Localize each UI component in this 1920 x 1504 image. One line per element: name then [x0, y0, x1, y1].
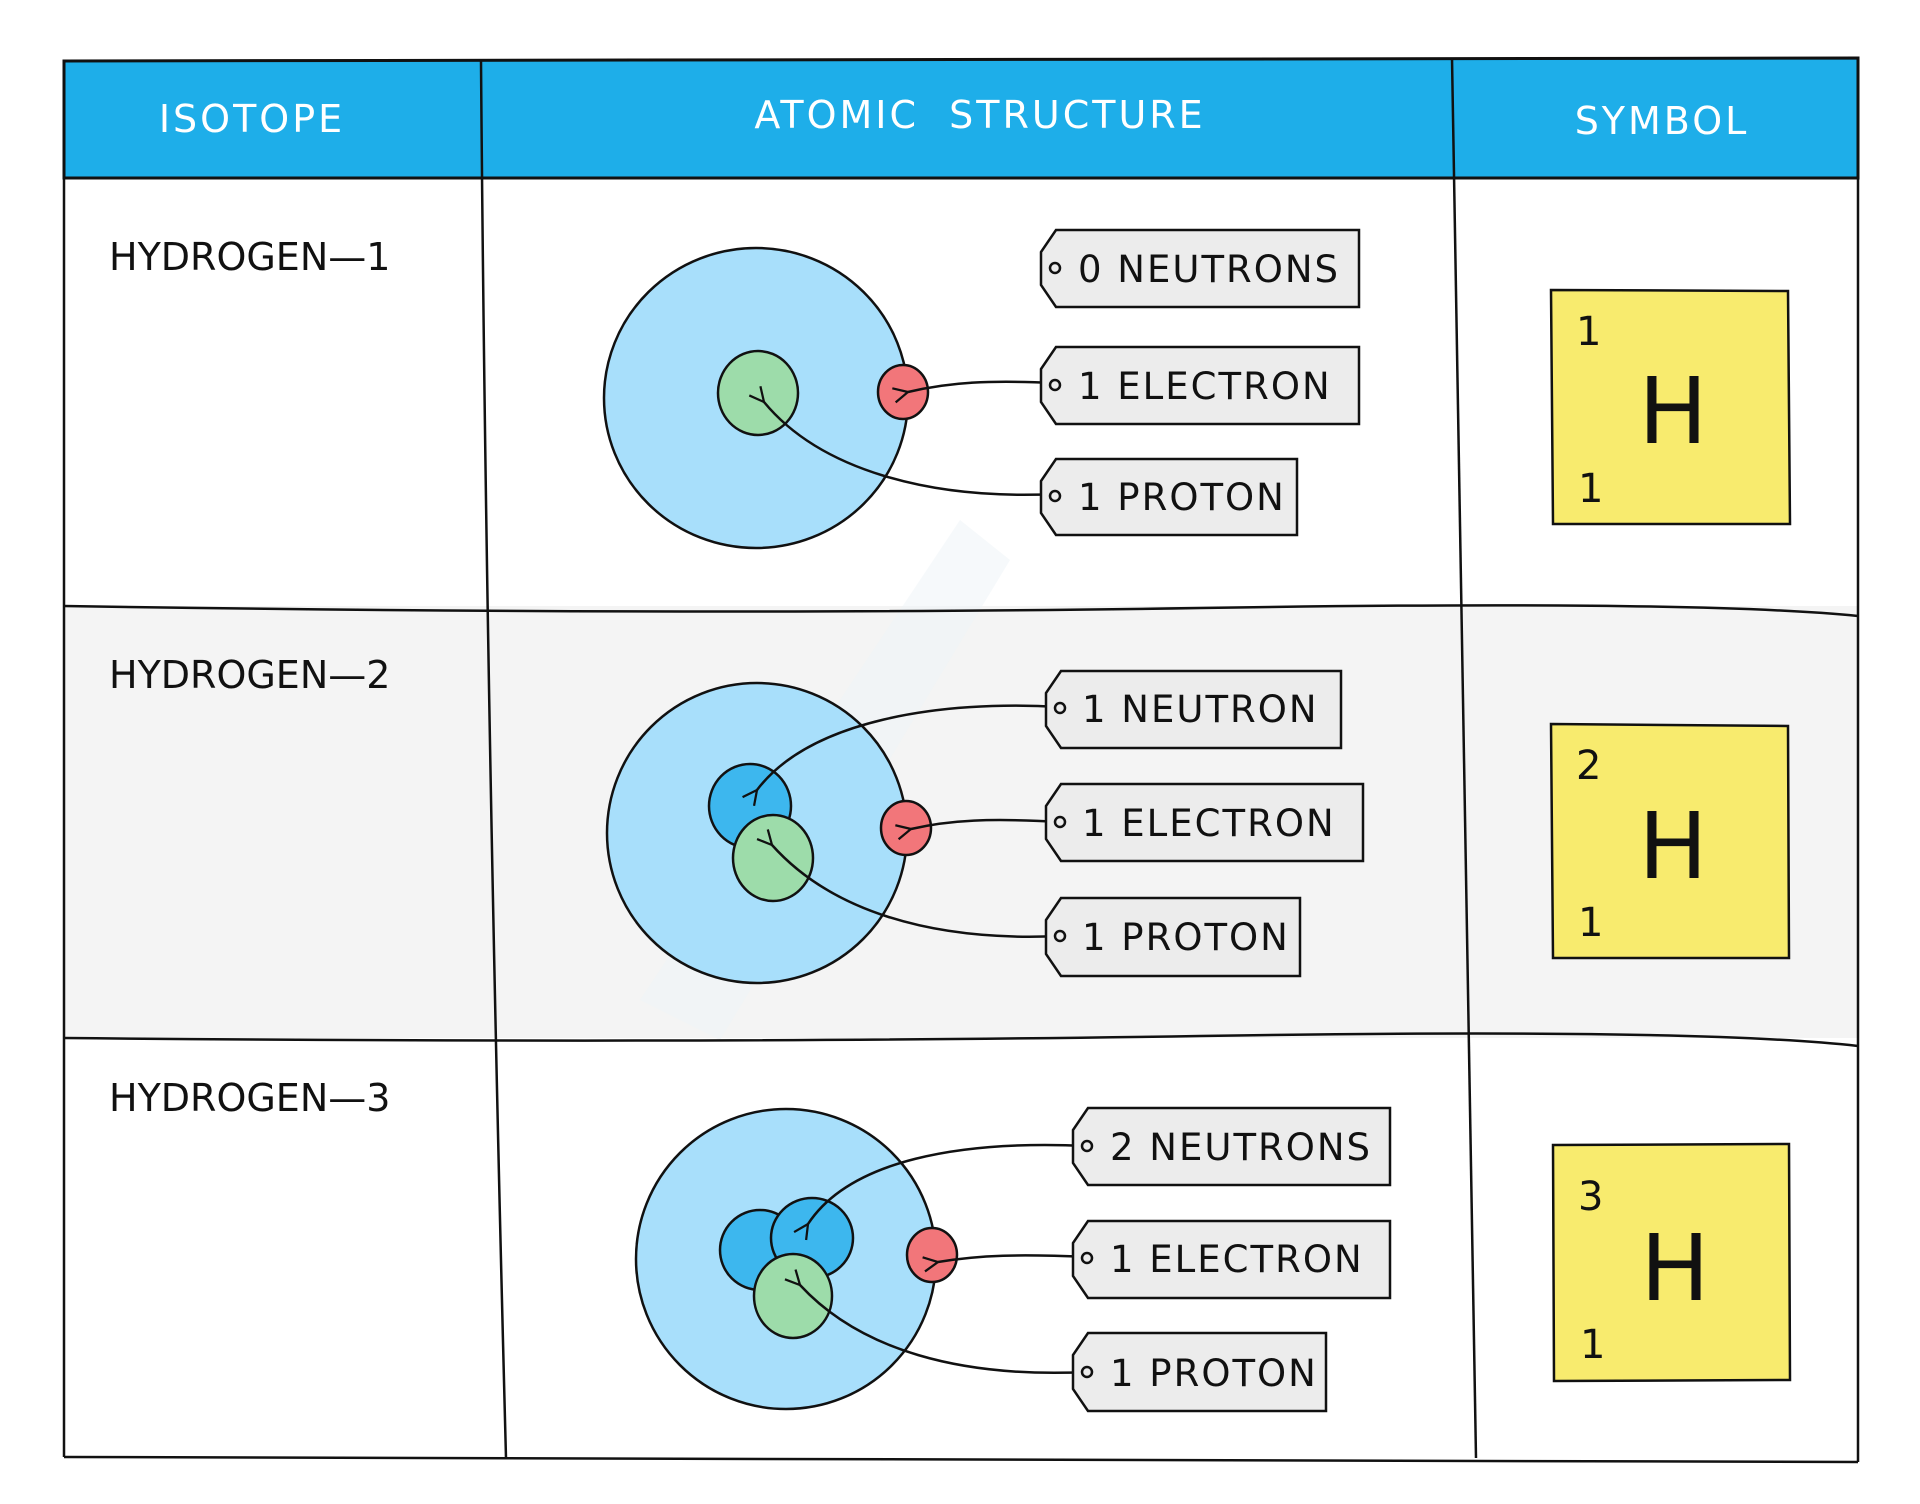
mass-number: 1 — [1576, 309, 1601, 355]
row-2-electron-tag: 1 ELECTRON — [1044, 782, 1365, 863]
element-symbol: H — [1638, 358, 1707, 465]
tag-label: 1 ELECTRON — [1082, 802, 1336, 845]
proton — [731, 813, 815, 903]
mass-number: 2 — [1576, 743, 1601, 789]
row-1-symbol-card: 1 1 H — [1549, 288, 1792, 526]
tag-label: 0 NEUTRONS — [1078, 248, 1340, 291]
electron-arrow — [908, 380, 1056, 392]
proton-arrow — [772, 845, 1061, 938]
row-3-electron-tag: 1 ELECTRON — [1071, 1219, 1392, 1300]
row-1-neutrons-tag: 0 NEUTRONS — [1039, 228, 1361, 309]
row-1-isotope-label: HYDROGEN—1 — [109, 235, 390, 279]
row-1-proton-tag: 1 PROTON — [1039, 457, 1299, 537]
electron — [879, 799, 933, 857]
neutron-arrow — [808, 1143, 1088, 1224]
atomic-number: 1 — [1578, 900, 1603, 946]
row-1-arrows — [764, 380, 1056, 496]
tag-label: 1 NEUTRON — [1082, 688, 1319, 731]
tag-label: 2 NEUTRONS — [1110, 1126, 1372, 1169]
proton-arrow — [800, 1285, 1088, 1374]
row-3-symbol-card: 3 1 H — [1551, 1142, 1792, 1383]
tag-label: 1 ELECTRON — [1078, 365, 1332, 408]
proton — [716, 349, 800, 437]
row-2-neutron-tag: 1 NEUTRON — [1044, 669, 1343, 750]
atomic-number: 1 — [1578, 466, 1603, 512]
header-atomic-structure: ATOMIC STRUCTURE — [754, 93, 1205, 137]
row-3-proton-tag: 1 PROTON — [1071, 1331, 1328, 1413]
tag-label: 1 ELECTRON — [1110, 1238, 1364, 1281]
electron — [876, 363, 930, 421]
row-3-isotope-label: HYDROGEN—3 — [109, 1076, 390, 1120]
row-3-atom — [634, 1107, 959, 1411]
electron — [905, 1226, 959, 1284]
tag-label: 1 PROTON — [1078, 476, 1286, 519]
proton-arrow — [764, 402, 1056, 496]
proton — [752, 1252, 834, 1340]
mass-number: 3 — [1578, 1174, 1603, 1220]
tag-label: 1 PROTON — [1082, 916, 1290, 959]
tag-label: 1 PROTON — [1110, 1352, 1318, 1395]
element-symbol: H — [1638, 793, 1707, 900]
element-symbol: H — [1640, 1215, 1709, 1322]
row-2-isotope-label: HYDROGEN—2 — [109, 653, 390, 697]
header-isotope: ISOTOPE — [159, 97, 345, 141]
neutron-arrow — [757, 704, 1061, 790]
row-3-neutrons-tag: 2 NEUTRONS — [1071, 1106, 1392, 1187]
row-1-atom — [602, 246, 930, 550]
row-2-symbol-card: 2 1 H — [1549, 722, 1791, 960]
electron-arrow — [911, 818, 1061, 829]
row-3-arrows — [800, 1143, 1088, 1374]
row-1-electron-tag: 1 ELECTRON — [1039, 345, 1361, 426]
atomic-number: 1 — [1580, 1322, 1605, 1368]
header-symbol: SYMBOL — [1575, 99, 1750, 143]
electron-arrow — [938, 1254, 1088, 1262]
row-2-proton-tag: 1 PROTON — [1044, 896, 1302, 978]
row-2-arrows — [757, 704, 1061, 938]
